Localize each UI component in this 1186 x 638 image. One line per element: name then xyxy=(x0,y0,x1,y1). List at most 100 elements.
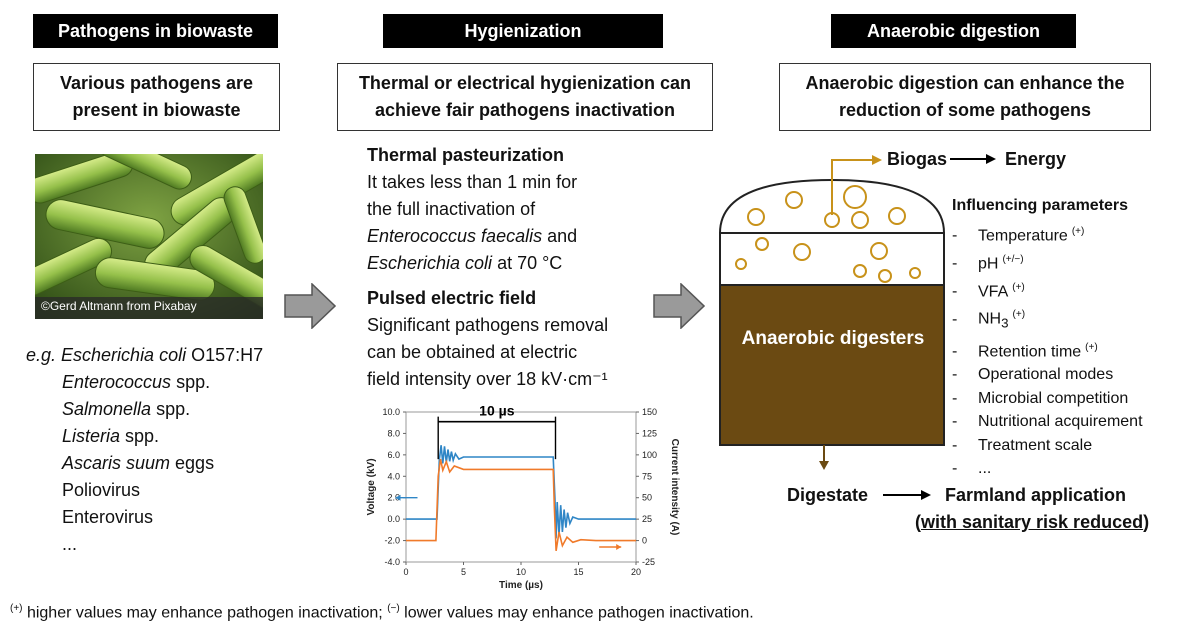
list-item: ... xyxy=(62,531,214,558)
photo-credit: ©Gerd Altmann from Pixabay xyxy=(41,299,197,313)
digestate-label: Digestate xyxy=(787,485,869,505)
param-label: Microbial competition xyxy=(978,389,1129,407)
y2-tick-label: 125 xyxy=(642,428,657,438)
param-label: pH xyxy=(978,255,999,273)
list-item: Poliovirus xyxy=(62,477,214,504)
pef-line2: can be obtained at electric xyxy=(367,342,578,362)
param-dash: - xyxy=(952,255,958,273)
pathogen-name-italic: Escherichia coli xyxy=(61,345,187,365)
farmland-note: (with sanitary risk reduced) xyxy=(915,509,1149,536)
direction-marker-arrow-icon xyxy=(616,544,622,550)
y2-tick-label: 75 xyxy=(642,471,652,481)
param-effect-mark: (+) xyxy=(1012,281,1025,293)
digester-label: Anaerobic digesters xyxy=(741,328,925,349)
footnote-plus-text: higher values may enhance pathogen inact… xyxy=(22,604,388,622)
list-item: Enterovirus xyxy=(62,504,214,531)
pathogen-name-rest: spp. xyxy=(171,372,211,392)
y-tick-label: 2.0 xyxy=(387,493,400,503)
pathogens-summary-line2: present in biowaste xyxy=(72,100,241,120)
right-arrow-icon xyxy=(284,283,336,329)
param-item: -Nutritional acquirement xyxy=(952,410,1143,434)
x-tick-label: 10 xyxy=(516,567,526,577)
y-tick-label: -4.0 xyxy=(384,557,400,567)
arrow-right-icon xyxy=(950,154,996,164)
param-dash: - xyxy=(952,366,958,384)
pathogen-name-italic: Salmonella xyxy=(62,399,152,419)
footnote-minus-mark: (−) xyxy=(387,603,400,614)
y2-axis-label: Current intensity (A) xyxy=(669,439,680,536)
pef-waveform-chart: -4.0-2.00.02.04.06.08.010.0-250255075100… xyxy=(366,403,680,591)
pathogen-name-italic: Ascaris suum xyxy=(62,453,171,473)
param-item: -pH(+/−) xyxy=(952,248,1143,276)
species-name: Escherichia coli xyxy=(367,253,493,273)
param-item: - Treatment scale xyxy=(952,434,1143,458)
thermal-line4: Escherichia coli at 70 °C xyxy=(367,250,577,277)
pathogen-name-rest: Poliovirus xyxy=(62,480,141,500)
param-item: -Retention time(+) xyxy=(952,336,1143,364)
pathogen-name-rest: Enterovirus xyxy=(62,507,154,527)
pathogen-name-italic: Listeria xyxy=(62,426,121,446)
bubble xyxy=(870,242,888,260)
annotation-label: 10 µs xyxy=(479,403,515,419)
pathogen-name-rest: spp. xyxy=(151,399,191,419)
list-item: Listeria spp. xyxy=(62,423,214,450)
param-label: Operational modes xyxy=(978,366,1114,384)
bubble xyxy=(747,208,765,226)
param-label: ... xyxy=(978,460,992,478)
param-dash: - xyxy=(952,342,958,360)
param-subscript: 3 xyxy=(1001,316,1009,331)
pef-line3: field intensity over 18 kV·cm⁻¹ xyxy=(367,369,608,389)
param-label: Treatment scale xyxy=(978,436,1093,454)
param-dash: - xyxy=(952,460,958,478)
header-anaerobic-digestion: Anaerobic digestion xyxy=(831,14,1076,48)
y2-tick-label: 100 xyxy=(642,450,657,460)
header-hygienization: Hygienization xyxy=(383,14,663,48)
footnote-minus-text: lower values may enhance pathogen inacti… xyxy=(399,604,754,622)
thermal-line2: the full inactivation of xyxy=(367,199,536,219)
digestion-summary-line1: Anaerobic digestion can enhance the xyxy=(805,73,1125,93)
y-tick-label: 10.0 xyxy=(382,407,400,417)
bubble xyxy=(755,237,769,251)
bubbles xyxy=(735,185,921,283)
x-axis-label: Time (µs) xyxy=(499,580,543,591)
param-dash: - xyxy=(952,282,958,300)
y2-tick-label: 50 xyxy=(642,493,652,503)
param-item: - Operational modes xyxy=(952,363,1143,387)
param-label: Temperature xyxy=(978,227,1068,245)
bubble xyxy=(785,191,803,209)
arrow-right-icon xyxy=(883,490,931,500)
thermal-title: Thermal pasteurization xyxy=(367,145,565,165)
params-title: Influencing parameters xyxy=(952,197,1129,214)
x-tick-label: 15 xyxy=(573,567,583,577)
pathogen-name-rest: ... xyxy=(62,534,78,554)
param-label: Retention time xyxy=(978,342,1082,360)
param-dash: - xyxy=(952,436,958,454)
biogas-label: Biogas xyxy=(887,149,948,169)
hygienization-summary-box: Thermal or electrical hygienization can … xyxy=(337,63,713,131)
y-tick-label: 6.0 xyxy=(387,450,400,460)
farmland-label: Farmland application xyxy=(945,485,1127,505)
bacteria-photo: ©Gerd Altmann from Pixabay xyxy=(17,132,281,319)
y2-tick-label: 0 xyxy=(642,536,647,546)
pathogen-name-rest: eggs xyxy=(170,453,215,473)
biogas-arrow-icon xyxy=(872,155,882,165)
y-axis-label: Voltage (kV) xyxy=(366,458,377,515)
y-tick-label: 4.0 xyxy=(387,471,400,481)
param-effect-mark: (+) xyxy=(1012,309,1026,321)
y2-tick-label: -25 xyxy=(642,557,655,567)
paren-open: ( xyxy=(915,512,921,532)
hygienization-summary-line2: achieve fair pathogens inactivation xyxy=(374,100,676,120)
pef-line1: Significant pathogens removal xyxy=(367,315,609,335)
x-tick-label: 20 xyxy=(631,567,641,577)
list-item: Salmonella spp. xyxy=(62,396,214,423)
param-label: NH xyxy=(978,310,1002,328)
param-item: -VFA(+) xyxy=(952,276,1143,304)
bubble xyxy=(853,264,867,278)
thermal-line3-rest: and xyxy=(542,226,578,246)
series-line-1 xyxy=(406,458,636,552)
digester-diagram xyxy=(718,155,946,470)
bubble xyxy=(735,258,747,270)
y-tick-label: 8.0 xyxy=(387,428,400,438)
params-list: -Temperature(+)-pH(+/−)-VFA(+)-NH3(+)-Re… xyxy=(952,220,1143,481)
pathogen-name-rest: O157:H7 xyxy=(186,345,264,365)
